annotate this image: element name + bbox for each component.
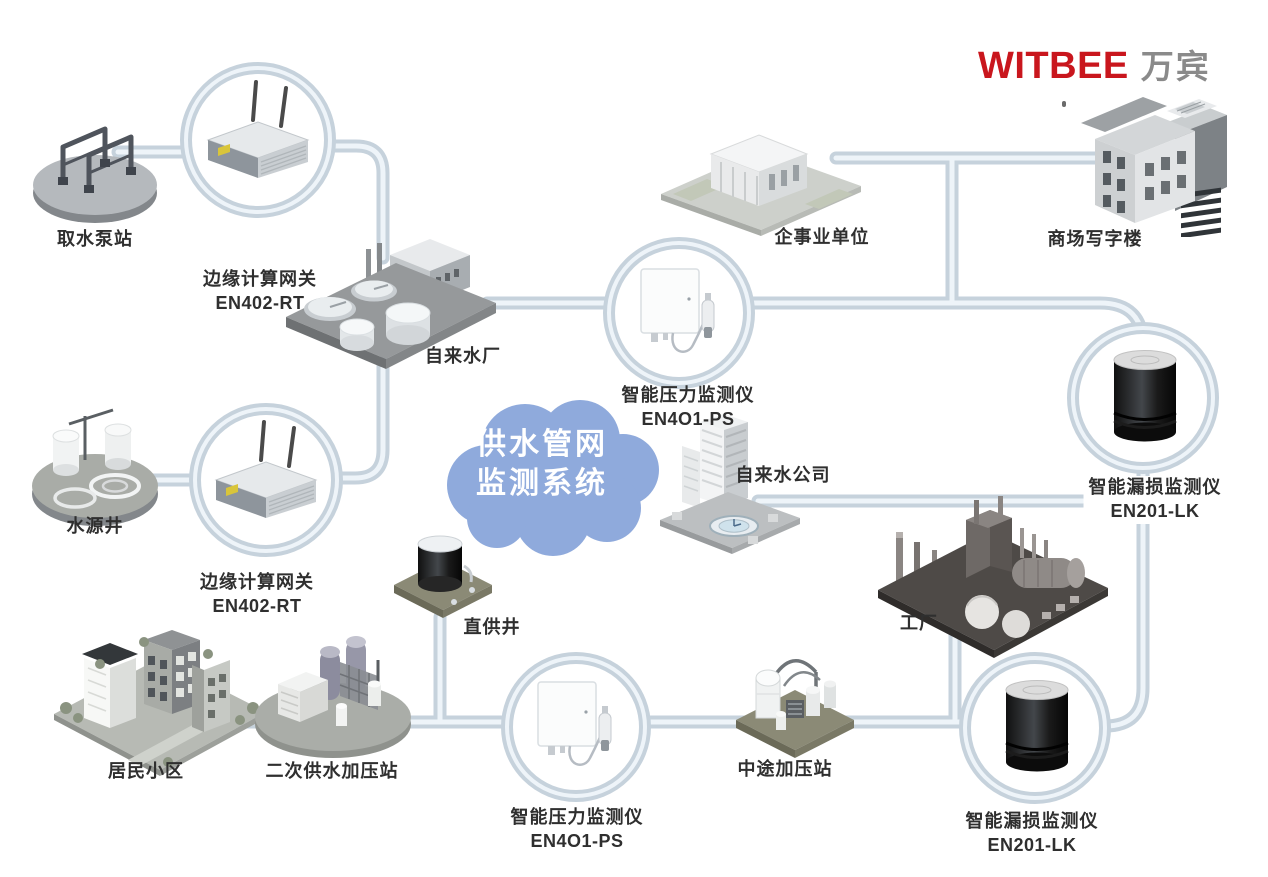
cloud-title-line2: 监测系统: [476, 467, 608, 500]
label-edge-gateway-top: 边缘计算网关 EN402-RT: [203, 268, 317, 316]
label-pressure-monitor-bottom-model: EN4O1-PS: [530, 830, 624, 851]
residential-community-illustration: [54, 630, 266, 776]
label-factory: 工厂: [900, 613, 938, 633]
label-pressure-monitor-top: 智能压力监测仪 EN4O1-PS: [622, 384, 755, 432]
leak-monitor-device-bottom: [1005, 680, 1069, 772]
label-leak-monitor-bottom-model: EN201-LK: [987, 834, 1077, 855]
label-water-plant: 自来水厂: [425, 346, 501, 366]
label-midway-station: 中途加压站: [737, 759, 833, 779]
label-leak-monitor-bottom-name: 智能漏损监测仪: [965, 811, 1099, 831]
secondary-supply-station-illustration: [255, 636, 411, 758]
label-leak-monitor-bottom: 智能漏损监测仪 EN201-LK: [966, 810, 1099, 858]
enterprise-building-illustration: [661, 134, 861, 236]
label-pressure-monitor-bottom: 智能压力监测仪 EN4O1-PS: [511, 806, 644, 854]
label-edge-gateway-top-name: 边缘计算网关: [203, 269, 317, 289]
midway-pressure-station-illustration: [736, 659, 854, 758]
label-secondary-station: 二次供水加压站: [265, 761, 399, 781]
brand-logo: WITBEE 万宾: [978, 40, 1211, 88]
intake-pump-station-illustration: [33, 126, 157, 223]
label-intake-pump-station: 取水泵站: [57, 229, 133, 249]
edge-gateway-device-top: [206, 80, 310, 178]
label-leak-monitor-right-name: 智能漏损监测仪: [1088, 477, 1222, 497]
source-well-illustration: [32, 408, 158, 526]
label-water-company: 自来水公司: [735, 465, 831, 485]
brand-logo-cjk: 万宾: [1140, 48, 1211, 85]
label-source-well: 水源井: [66, 516, 124, 536]
label-residential: 居民小区: [108, 761, 184, 781]
small-mark: [1062, 101, 1066, 107]
label-leak-monitor-right-model: EN201-LK: [1110, 500, 1200, 521]
cloud-shape: [447, 400, 659, 556]
label-leak-monitor-right: 智能漏损监测仪 EN201-LK: [1083, 476, 1227, 524]
label-mall-office: 商场写字楼: [1047, 229, 1143, 249]
water-plant-illustration: [286, 239, 496, 369]
cloud-title-line1: 供水管网: [476, 428, 608, 461]
label-edge-gateway-top-model: EN402-RT: [215, 292, 305, 313]
label-edge-gateway-bottom-name: 边缘计算网关: [200, 572, 314, 592]
pressure-monitor-device-bottom: [537, 681, 612, 766]
edge-gateway-device-bottom: [214, 420, 318, 518]
direct-supply-well-illustration: [394, 535, 492, 618]
label-enterprise: 企事业单位: [774, 227, 870, 247]
mall-office-building-illustration: [1081, 97, 1227, 237]
label-pressure-monitor-top-name: 智能压力监测仪: [621, 385, 755, 405]
factory-illustration: [878, 496, 1108, 658]
cloud-title: 供水管网 监测系统: [432, 425, 652, 503]
label-pressure-monitor-bottom-name: 智能压力监测仪: [510, 807, 644, 827]
pressure-monitor-device-top: [640, 268, 715, 353]
label-edge-gateway-bottom: 边缘计算网关 EN402-RT: [200, 571, 314, 619]
leak-monitor-device-right: [1113, 350, 1177, 442]
label-edge-gateway-bottom-model: EN402-RT: [212, 595, 302, 616]
water-company-illustration: [660, 414, 800, 554]
brand-logo-wordmark: WITBEE: [978, 45, 1129, 87]
label-pressure-monitor-top-model: EN4O1-PS: [641, 408, 735, 429]
label-direct-supply-well: 直供井: [463, 617, 521, 637]
